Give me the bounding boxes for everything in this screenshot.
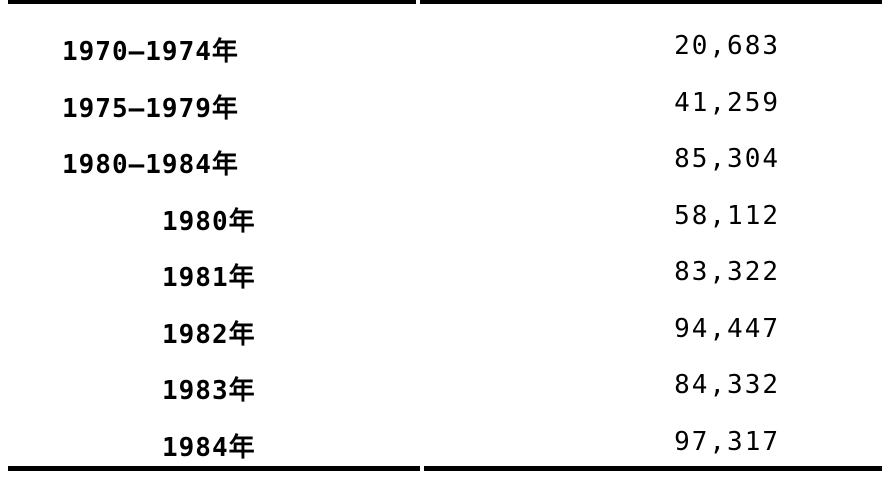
rule-gap — [420, 466, 424, 471]
table-row: 1984年 97,317 — [0, 413, 884, 470]
table-row: 1980—1984年 85,304 — [0, 130, 884, 187]
data-table: 1970—1974年 20,683 1975—1979年 41,259 1980… — [0, 17, 884, 469]
table-bottom-rule — [8, 466, 882, 471]
value-cell: 41,259 — [674, 87, 780, 118]
table-row: 1982年 94,447 — [0, 300, 884, 357]
value-cell: 94,447 — [674, 313, 780, 344]
value-cell: 85,304 — [674, 144, 780, 174]
period-cell: 1981年 — [162, 263, 256, 293]
table-row: 1970—1974年 20,683 — [0, 17, 884, 74]
period-cell: 1970—1974年 — [62, 37, 239, 67]
period-cell: 1983年 — [162, 376, 256, 406]
value-cell: 84,332 — [674, 370, 780, 400]
period-cell: 1984年 — [162, 432, 256, 463]
value-cell: 97,317 — [674, 426, 780, 457]
table-row: 1980年 58,112 — [0, 187, 884, 244]
rule-gap — [416, 0, 420, 4]
value-cell: 58,112 — [674, 200, 780, 231]
table-top-rule — [8, 0, 882, 4]
table-row: 1981年 83,322 — [0, 243, 884, 300]
period-cell: 1982年 — [162, 319, 256, 350]
table-row: 1975—1979年 41,259 — [0, 74, 884, 131]
period-cell: 1980年 — [162, 206, 256, 237]
value-cell: 83,322 — [674, 257, 780, 287]
period-cell: 1980—1984年 — [62, 150, 239, 180]
period-cell: 1975—1979年 — [62, 93, 239, 124]
value-cell: 20,683 — [674, 31, 780, 61]
table-row: 1983年 84,332 — [0, 356, 884, 413]
